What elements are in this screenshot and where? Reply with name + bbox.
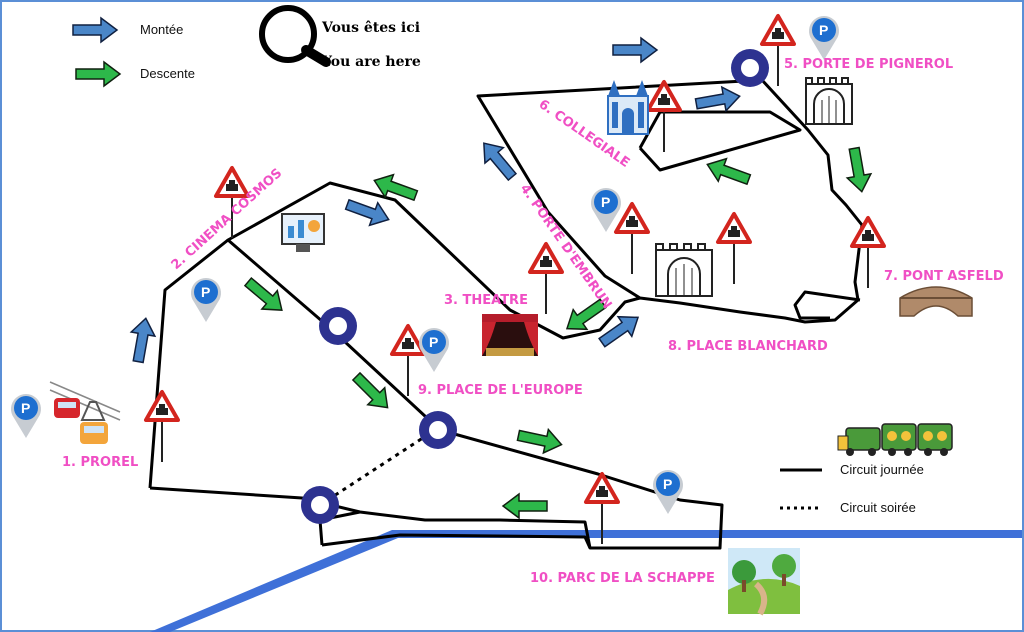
you-are-here-marker: [319, 307, 357, 345]
train-icon: [837, 423, 953, 456]
warning-sign-icon: [144, 390, 180, 464]
theatre-icon: [482, 314, 538, 356]
warning-sign-icon: [716, 212, 752, 286]
parking-icon: [653, 470, 683, 514]
church-icon: [607, 80, 649, 135]
stop-label-place-europe: 9. PLACE DE L'EUROPE: [418, 383, 583, 398]
bridge-icon: [899, 286, 973, 317]
park-icon: [728, 548, 800, 616]
parking-icon: [419, 328, 449, 372]
up-arrow-icon: [125, 315, 159, 365]
stop-label-place-blanchard: 8. PLACE BLANCHARD: [668, 339, 828, 354]
down-arrow-icon: [502, 493, 548, 519]
down-arrow-icon: [75, 61, 121, 87]
up-arrow-icon: [594, 306, 646, 354]
up-arrow-icon: [72, 17, 118, 43]
stop-label-porte-pignerol: 5. PORTE DE PIGNEROL: [784, 57, 953, 72]
gate-icon: [805, 77, 853, 125]
stop-label-parc-schappe: 10. PARC DE LA SCHAPPE: [530, 571, 715, 586]
stop-label-theatre: 3. THEATRE: [444, 293, 528, 308]
magnifier-icon: [259, 5, 331, 67]
warning-sign-icon: [646, 80, 682, 154]
warning-sign-icon: [614, 202, 650, 276]
you-are-here-marker: [419, 411, 457, 449]
you-are-here-marker: [731, 49, 769, 87]
you-are-here-fr: Vous êtes ici: [321, 20, 420, 36]
up-arrow-icon: [473, 134, 523, 186]
legend-down-label: Descente: [140, 66, 195, 81]
you-are-here-en: You are here: [321, 54, 421, 70]
legend-day-circuit: Circuit journée: [840, 462, 924, 477]
parking-icon: [809, 16, 839, 61]
up-arrow-icon: [612, 37, 658, 63]
gate-icon: [655, 243, 713, 297]
down-arrow-icon: [239, 271, 291, 321]
parking-icon: [591, 188, 621, 232]
parking-icon: [191, 278, 221, 322]
legend-up-label: Montée: [140, 22, 183, 37]
parking-icon: [11, 394, 42, 438]
down-arrow-icon: [841, 145, 875, 195]
warning-sign-icon: [528, 242, 564, 316]
legend-night-circuit: Circuit soirée: [840, 500, 916, 515]
down-arrow-icon: [702, 152, 754, 192]
down-arrow-icon: [347, 367, 397, 417]
night-circuit-line: [319, 430, 433, 507]
cable-car-icon: [49, 381, 121, 444]
day-circuit-line: [148, 78, 864, 550]
stop-label-prorel: 1. PROREL: [62, 455, 138, 470]
cinema-icon: [281, 213, 325, 252]
you-are-here-marker: [301, 486, 339, 524]
stop-label-pont-asfeld: 7. PONT ASFELD: [884, 269, 1004, 284]
down-arrow-icon: [515, 422, 565, 458]
